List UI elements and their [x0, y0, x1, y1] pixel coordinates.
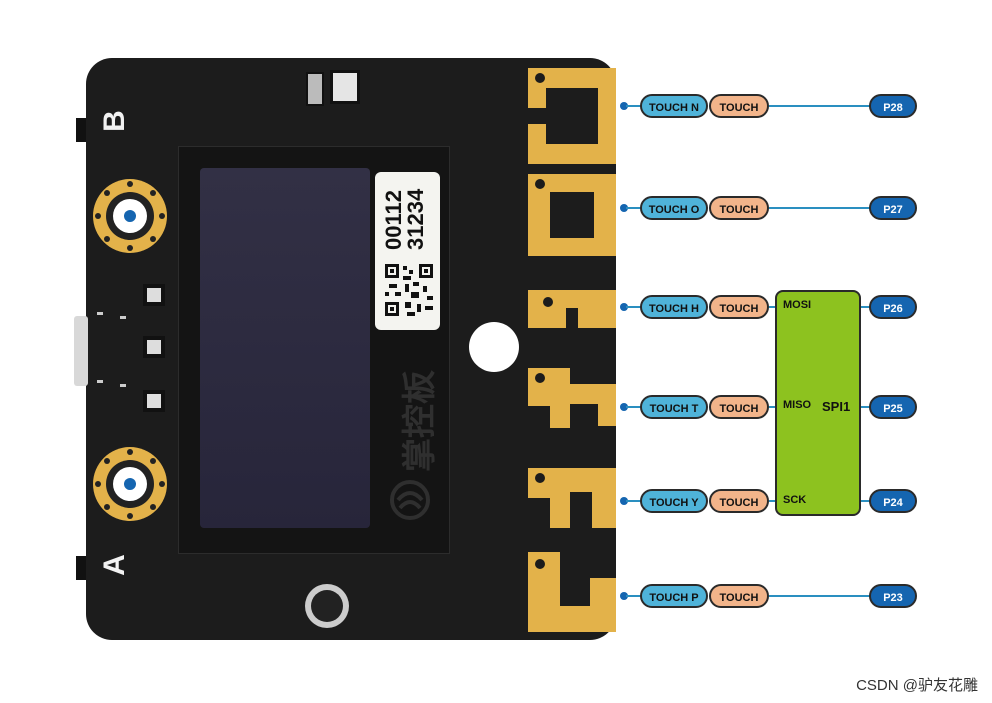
pin-number-pill: P26 [869, 295, 917, 319]
pin-wire-left [626, 406, 642, 408]
pin-number-pill: P24 [869, 489, 917, 513]
touch-name-pill: TOUCH O [640, 196, 708, 220]
touch-name-pill: TOUCH Y [640, 489, 708, 513]
pin-dot [620, 403, 628, 411]
pin-number-pill: P28 [869, 94, 917, 118]
microphone-inner [311, 590, 343, 622]
touch-mode-pill: TOUCH [709, 584, 769, 608]
smd-component-2 [330, 70, 360, 104]
silk-mark-2 [120, 316, 126, 319]
pin-wire-from-spi [859, 406, 871, 408]
spi-miso-label: MISO [783, 399, 812, 411]
side-connector-bottom [76, 556, 86, 580]
led-2 [143, 336, 165, 358]
board-logo-text: 掌控板 [401, 370, 439, 472]
spi-sck-label: SCK [783, 494, 807, 506]
pin-dot [620, 592, 628, 600]
pin-dot [620, 497, 628, 505]
pin-wire-right [769, 105, 871, 107]
button-a-label: A [97, 554, 131, 576]
pin-wire-left [626, 595, 642, 597]
pin-wire-to-spi [769, 306, 777, 308]
usb-port [74, 316, 88, 386]
touch-mode-pill: TOUCH [709, 395, 769, 419]
touch-name-pill: TOUCH H [640, 295, 708, 319]
button-b[interactable] [90, 176, 170, 256]
board-logo-icon [390, 480, 430, 520]
pin-number-pill: P23 [869, 584, 917, 608]
qr-code [383, 262, 435, 318]
button-a[interactable] [90, 444, 170, 524]
mounting-hole [469, 322, 519, 372]
silk-mark-1 [97, 312, 103, 315]
touch-mode-pill: TOUCH [709, 489, 769, 513]
led-3 [143, 390, 165, 412]
pin-dot [620, 303, 628, 311]
oled-screen [200, 168, 370, 528]
button-b-label: B [97, 110, 131, 132]
touch-name-pill: TOUCH P [640, 584, 708, 608]
touch-name-pill: TOUCH T [640, 395, 708, 419]
pin-wire-from-spi [859, 306, 871, 308]
pin-wire-to-spi [769, 500, 777, 502]
pin-wire-left [626, 207, 642, 209]
touch-mode-pill: TOUCH [709, 196, 769, 220]
spi-mosi-label: MOSI [783, 299, 812, 311]
touch-mode-pill: TOUCH [709, 295, 769, 319]
pin-wire-right [769, 207, 871, 209]
serial-number: 00112 31234 [381, 188, 428, 250]
pin-dot [620, 102, 628, 110]
smd-component-1 [306, 72, 324, 106]
serial-line-2: 31234 [403, 188, 428, 250]
pin-number-pill: P27 [869, 196, 917, 220]
pin-wire-from-spi [859, 500, 871, 502]
gold-finger-pads [528, 68, 616, 632]
watermark: CSDN @驴友花雕 [856, 677, 978, 694]
silk-mark-4 [120, 384, 126, 387]
side-connector-top [76, 118, 86, 142]
pin-wire-left [626, 105, 642, 107]
spi-label: SPI1 [822, 399, 851, 414]
pin-dot [620, 204, 628, 212]
spi-block [775, 290, 861, 516]
pin-wire-right [769, 595, 871, 597]
pin-number-pill: P25 [869, 395, 917, 419]
touch-mode-pill: TOUCH [709, 94, 769, 118]
silk-mark-3 [97, 380, 103, 383]
pin-wire-left [626, 500, 642, 502]
touch-name-pill: TOUCH N [640, 94, 708, 118]
led-1 [143, 284, 165, 306]
pin-wire-to-spi [769, 406, 777, 408]
pin-wire-left [626, 306, 642, 308]
